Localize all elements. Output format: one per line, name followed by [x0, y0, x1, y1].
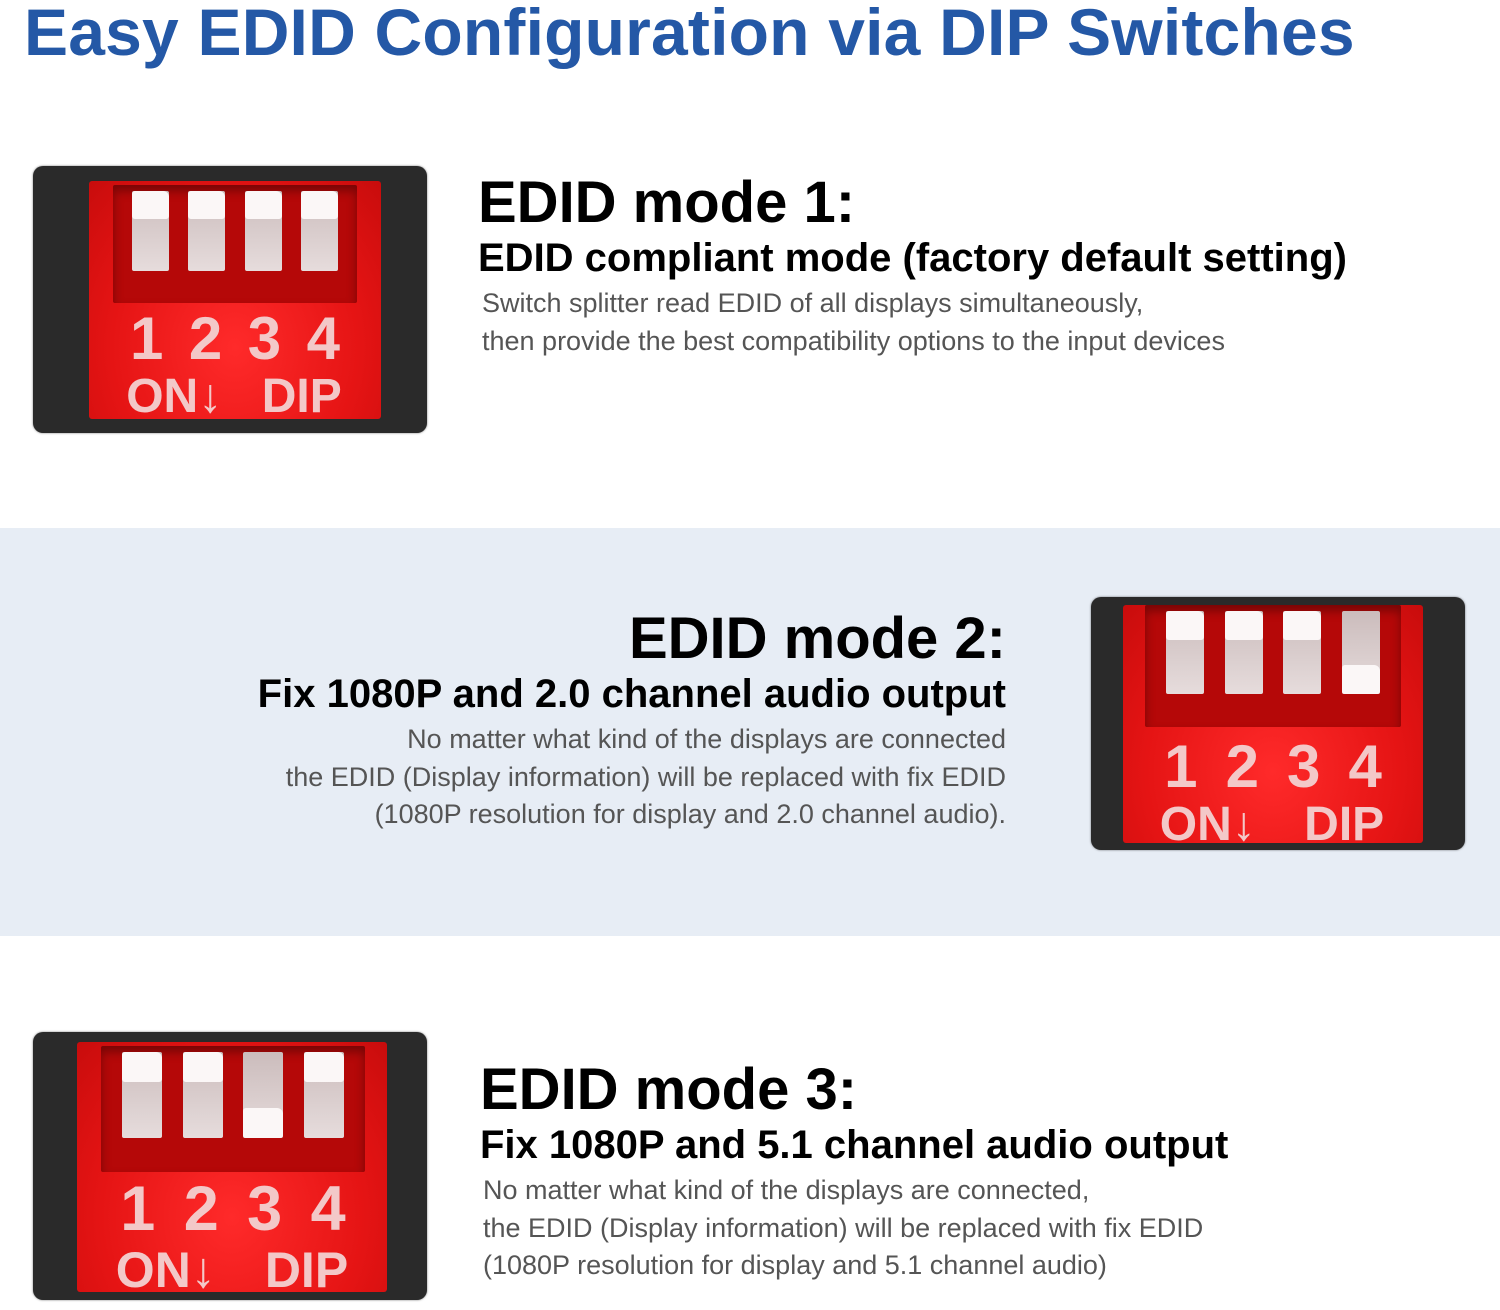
switch-knob-off	[304, 1052, 344, 1082]
mode-1-subheading: EDID compliant mode (factory default set…	[478, 236, 1347, 280]
mode-1-description-line: Switch splitter read EDID of all display…	[482, 288, 1144, 318]
dip-slot-1	[122, 1052, 162, 1138]
dip-slot-1	[132, 191, 169, 271]
mode-3-section: EDID mode 3: Fix 1080P and 5.1 channel a…	[480, 1058, 1228, 1285]
switch-knob-off	[1283, 611, 1321, 640]
switch-knob-off	[188, 191, 225, 219]
switch-knob-off	[301, 191, 338, 219]
dip-on-label: ON↓	[126, 370, 223, 423]
dip-slot-2	[188, 191, 225, 271]
mode-2-description-line: the EDID (Display information) will be r…	[285, 761, 1006, 792]
switch-knob-off	[245, 191, 282, 219]
dip-slot-3	[1283, 611, 1321, 694]
mode-1-description-line: then provide the best compatibility opti…	[482, 325, 1225, 356]
dip-slot-2	[183, 1052, 223, 1138]
dip-label: DIP	[1304, 798, 1385, 851]
dip-slot-4	[1342, 611, 1380, 694]
mode-2-heading: EDID mode 2:	[628, 606, 1006, 671]
dip-label: DIP	[261, 370, 342, 423]
mode-1-section: EDID mode 1: EDID compliant mode (factor…	[478, 171, 1347, 360]
dip-labels: ON↓ DIP	[1160, 801, 1384, 849]
mode-2-subheading: Fix 1080P and 2.0 channel audio output	[257, 672, 1006, 716]
switch-knob-off	[1225, 611, 1263, 640]
dip-number: 4	[306, 305, 340, 372]
mode-1-heading: EDID mode 1:	[478, 170, 856, 235]
mode-2-section: EDID mode 2: Fix 1080P and 2.0 channel a…	[258, 607, 1006, 834]
switch-knob-on	[1342, 665, 1380, 694]
mode-3-heading: EDID mode 3:	[480, 1057, 858, 1122]
dip-on-label: ON↓	[115, 1242, 216, 1298]
dip-slot-4	[304, 1052, 344, 1138]
mode-3-subheading: Fix 1080P and 5.1 channel audio output	[480, 1123, 1229, 1167]
dip-slot-3	[243, 1052, 283, 1138]
switch-knob-on	[243, 1108, 283, 1138]
dip-number: 2	[183, 1174, 219, 1244]
page-title: Easy EDID Configuration via DIP Switches	[24, 0, 1355, 69]
dip-number: 2	[1225, 733, 1259, 800]
dip-number: 1	[120, 1174, 156, 1244]
switch-knob-off	[1166, 611, 1204, 640]
dip-number: 4	[1348, 733, 1382, 800]
mode-3-description-line: the EDID (Display information) will be r…	[483, 1212, 1204, 1243]
switch-knob-off	[183, 1052, 223, 1082]
dip-number: 3	[1287, 733, 1321, 800]
dip-number: 3	[247, 1174, 283, 1244]
mode-3-description-line: (1080P resolution for display and 5.1 ch…	[483, 1250, 1107, 1280]
dip-slot-4	[301, 191, 338, 271]
dip-label: DIP	[264, 1242, 349, 1298]
dip-labels: ON↓ DIP	[126, 373, 342, 421]
dip-slot-3	[245, 191, 282, 271]
dip-number: 1	[130, 305, 164, 372]
switch-knob-off	[122, 1052, 162, 1082]
dip-number: 1	[1164, 733, 1198, 800]
switch-knob-off	[132, 191, 169, 219]
mode-2-description-line: (1080P resolution for display and 2.0 ch…	[374, 799, 1006, 829]
dip-on-label: ON↓	[1159, 798, 1256, 851]
dip-number: 2	[188, 305, 223, 372]
dip-number: 3	[247, 305, 282, 372]
mode-2-description-line: No matter what kind of the displays are …	[407, 724, 1006, 754]
dip-number: 4	[310, 1174, 346, 1244]
dip-slot-1	[1166, 611, 1204, 694]
dip-labels: ON↓ DIP	[116, 1245, 348, 1295]
dip-slot-2	[1225, 611, 1263, 694]
mode-3-description-line: No matter what kind of the displays are …	[483, 1175, 1090, 1205]
